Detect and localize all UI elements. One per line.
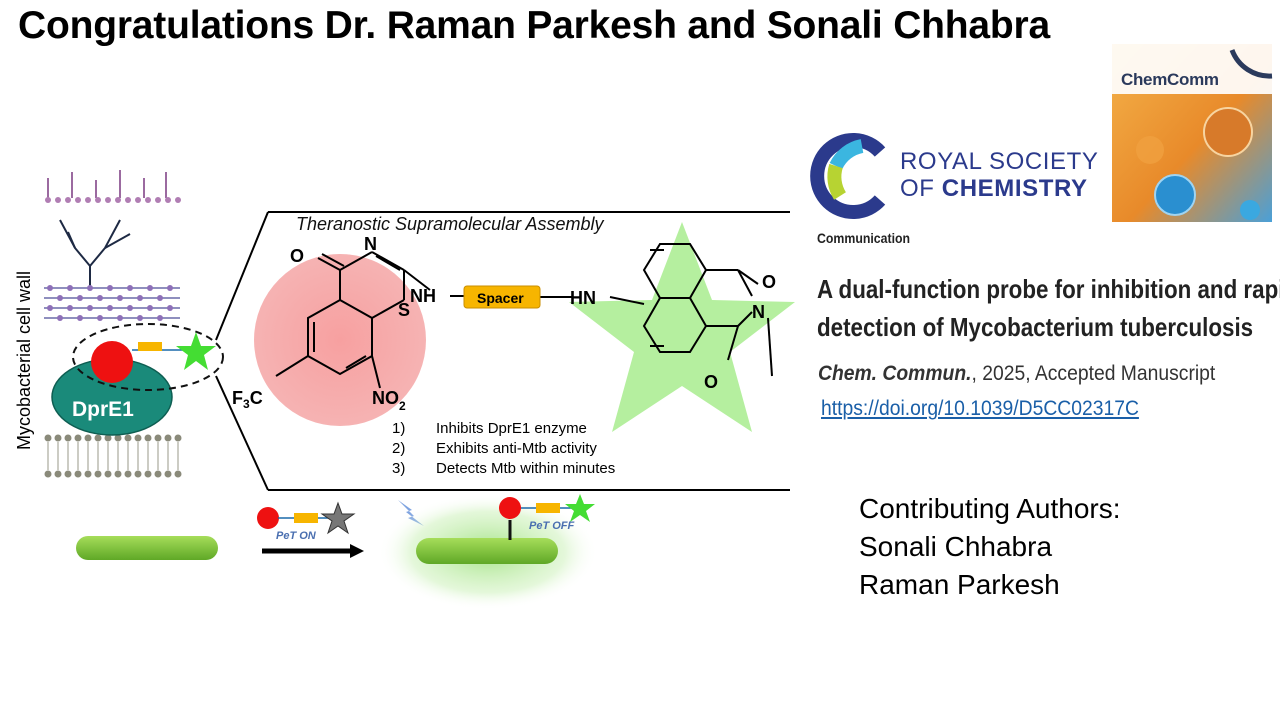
- list-item: 3)Detects Mtb within minutes: [392, 460, 616, 477]
- probe-red-dot-on: [257, 507, 279, 529]
- spacer-block-small: [138, 342, 162, 351]
- probe-red-dot-off: [499, 497, 521, 519]
- atom-nh1: NH: [410, 286, 436, 306]
- atom-o3: O: [704, 372, 718, 392]
- bright-star-icon: [565, 494, 595, 522]
- rsc-wordmark: ROYAL SOCIETY OF CHEMISTRY: [900, 148, 1099, 202]
- assembly-title: Theranostic Supramolecular Assembly: [296, 214, 604, 234]
- cell-wall-graphic: [44, 170, 182, 478]
- grey-star-icon: [320, 501, 356, 535]
- list-item: 1)Inhibits DprE1 enzyme: [392, 420, 587, 437]
- inhibitor-structure: [275, 251, 572, 389]
- rsc-line1: ROYAL SOCIETY: [900, 148, 1099, 175]
- fluorophore-structure: [609, 243, 773, 377]
- author-name: Sonali Chhabra: [859, 531, 1053, 562]
- article-title: A dual-function probe for inhibition and…: [817, 274, 1280, 342]
- rsc-logo-icon: [810, 133, 886, 219]
- slide-title: Congratulations Dr. Raman Parkesh and So…: [18, 4, 1050, 47]
- spacer-label: Spacer: [477, 290, 524, 306]
- atom-s: S: [398, 300, 410, 320]
- atom-o2: O: [762, 272, 776, 292]
- article-type-label: Communication: [817, 230, 911, 246]
- atom-no2: NO2: [372, 388, 406, 413]
- cell-wall-label: Mycobacterial cell wall: [14, 270, 34, 450]
- enzyme-label: DprE1: [72, 398, 134, 421]
- atom-n2: N: [752, 302, 765, 322]
- contributing-authors: Contributing Authors: Sonali Chhabra Ram…: [859, 490, 1121, 604]
- list-item: 2)Exhibits anti-Mtb activity: [392, 440, 597, 457]
- article-citation: Chem. Commun., 2025, Accepted Manuscript: [818, 362, 1216, 385]
- pet-on-label: PeT ON: [276, 530, 317, 542]
- journal-cover-title: ChemComm: [1121, 70, 1219, 89]
- doi-link[interactable]: https://doi.org/10.1039/D5CC02317C: [821, 397, 1139, 420]
- rsc-line2: OF CHEMISTRY: [900, 175, 1088, 202]
- atom-cf3: F3C: [232, 388, 263, 411]
- journal-cover-art: [1112, 44, 1273, 222]
- bacterium-right: [416, 538, 558, 564]
- red-inhibitor-dot: [91, 341, 133, 383]
- green-star-icon: [176, 332, 216, 370]
- arrow-head: [350, 544, 364, 558]
- bacterium-left: [76, 536, 218, 560]
- atom-o1: O: [290, 246, 304, 266]
- fluorophore-glow-star: [569, 222, 795, 432]
- author-name: Raman Parkesh: [859, 569, 1060, 600]
- probe-highlight-ellipse: [72, 323, 224, 391]
- atom-n1: N: [364, 234, 377, 254]
- spacer-pill: [463, 285, 541, 309]
- authors-heading: Contributing Authors:: [859, 493, 1121, 524]
- pet-off-label: PeT OFF: [529, 520, 575, 532]
- properties-list: 1)Inhibits DprE1 enzyme 2)Exhibits anti-…: [392, 419, 615, 479]
- atom-hn: HN: [570, 288, 596, 308]
- inhibitor-glow: [254, 254, 426, 426]
